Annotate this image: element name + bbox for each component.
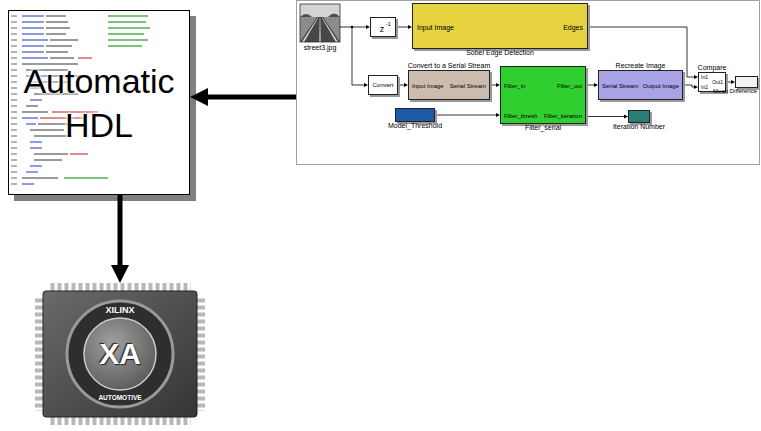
block-label: Sobel Edge Detection [466, 49, 534, 57]
port-label: Filter_iteration [544, 113, 582, 120]
flow-arrow [190, 88, 296, 106]
connector-line [586, 116, 625, 117]
subsystem-block: Recreate ImageSerial StreamOutput Image [598, 70, 683, 100]
connector-line [726, 82, 732, 83]
connector-line [586, 85, 595, 86]
subsystem-block: Input ImageEdgesSobel Edge Detection [412, 3, 588, 49]
block-label: Model_Threshold [388, 122, 442, 130]
block-label: Recreate Image [616, 62, 666, 70]
block-label: Mean Difference [713, 88, 757, 95]
connector-line [205, 95, 296, 100]
port-label: Output Image [643, 83, 679, 90]
signal-line [726, 80, 735, 84]
block-label: Convert to a Serial Stream [408, 62, 490, 70]
display-block: Mean Difference [735, 76, 758, 88]
connector-line [435, 115, 497, 116]
connector-line [398, 85, 405, 86]
convert-block: Convert [368, 75, 398, 95]
chip-grade: AUTOMOTIVE [98, 394, 141, 401]
connector-line [396, 27, 409, 28]
chip-logo: XA [99, 337, 141, 372]
port-label: Out1 [712, 80, 723, 86]
signal-line [586, 115, 628, 119]
unit-delay-block: z-1 [370, 17, 396, 37]
port-label: Filter_thresh [504, 113, 537, 120]
port-label: In2 [701, 85, 708, 91]
block-label: Filter_serial [525, 124, 561, 132]
arrowhead [190, 88, 208, 106]
fpga-chip: XILINX XA AUTOMOTIVE [35, 283, 205, 425]
signal-line [396, 25, 412, 29]
connector-line [490, 85, 497, 86]
port-label: Serial Stream [450, 83, 486, 90]
block-label: street3.jpg [304, 44, 337, 52]
connector-line [683, 85, 695, 87]
port-label: Filter_in [504, 83, 525, 90]
signal-line [398, 83, 408, 87]
subsystem-block: Convert to a Serial StreamInput ImageSer… [408, 70, 490, 100]
simulink-model: street3.jpgz-1Input ImageEdgesSobel Edge… [296, 0, 761, 165]
delay-exponent: -1 [386, 21, 391, 27]
port-label: Input Image [417, 24, 454, 32]
port-label: Edges [563, 24, 583, 32]
signal-wire [340, 27, 366, 85]
port-label: Input Image [412, 83, 444, 90]
block-label: Convert [372, 82, 393, 89]
signal-line [435, 113, 500, 117]
arrowhead [111, 265, 129, 283]
connector-line [118, 195, 123, 268]
chip-brand: XILINX [105, 305, 134, 315]
constant-block: Model_Threshold [395, 108, 435, 122]
signal-line [683, 85, 698, 89]
port-label: Serial Stream [602, 83, 638, 90]
signal-line [586, 83, 598, 87]
signal-line [490, 83, 500, 87]
delay-symbol: z [380, 24, 385, 34]
hdl-box: Automatic HDL [8, 10, 190, 195]
simulink-model-window [297, 1, 760, 165]
port-label: Filter_out [557, 83, 582, 90]
block-label: Iteration Number [613, 123, 665, 131]
port-label: In1 [701, 75, 708, 81]
image-thumbnail [300, 4, 340, 42]
flow-arrow [111, 195, 129, 283]
fpga-chip [35, 283, 205, 425]
display-block: Iteration Number [628, 110, 650, 123]
hdl-title: Automatic HDL [13, 58, 185, 146]
block-label: Compare [698, 64, 727, 72]
hdl-code-window [9, 11, 197, 202]
filter-block: Filter_in Filter_outFilter_thresh Filter_i… [500, 66, 586, 124]
